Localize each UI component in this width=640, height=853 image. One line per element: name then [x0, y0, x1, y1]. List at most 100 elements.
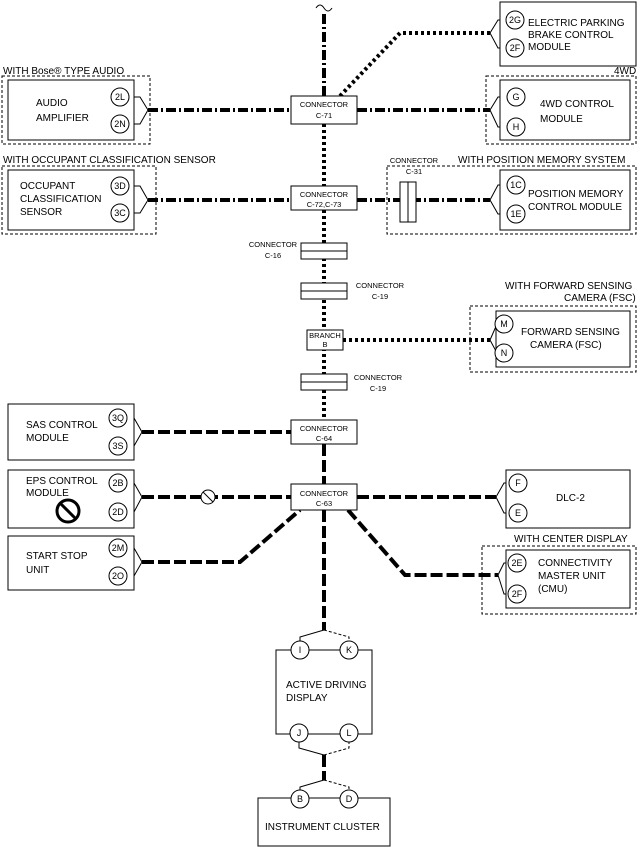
wave-break-icon	[315, 4, 333, 12]
cmu-label-line3: (CMU)	[538, 584, 567, 595]
connector-c64: CONNECTOR C-64	[290, 419, 358, 445]
svg-text:2N: 2N	[114, 119, 126, 129]
epb-pin-2f: 2F	[505, 38, 525, 58]
svg-text:C-16: C-16	[265, 251, 281, 260]
start-stop-label-line2: UNIT	[26, 565, 49, 576]
cluster-label: INSTRUMENT CLUSTER	[265, 822, 380, 833]
svg-text:CONNECTOR: CONNECTOR	[300, 489, 349, 498]
sas-pin-3s: 3S	[108, 436, 128, 456]
dlc-pin-f: F	[508, 473, 528, 493]
fsc-label-line1: FORWARD SENSING	[521, 327, 620, 338]
fsc-pin-n: N	[494, 343, 514, 363]
svg-text:CONNECTOR: CONNECTOR	[390, 156, 439, 165]
cmu-module-box	[505, 549, 631, 609]
svg-text:2B: 2B	[112, 478, 123, 488]
sas-label-line1: SAS CONTROL	[26, 420, 98, 431]
cmu-label-line1: CONNECTIVITY	[538, 558, 613, 569]
epb-wire	[338, 31, 490, 98]
add-label-line1: ACTIVE DRIVING	[286, 680, 367, 691]
eps-pin-2d: 2D	[108, 502, 128, 522]
svg-text:3D: 3D	[114, 181, 126, 191]
add-module-box	[275, 649, 373, 735]
svg-text:C-63: C-63	[316, 499, 332, 508]
no-entry-icon	[55, 498, 81, 524]
cmu-pin-2f: 2F	[507, 584, 527, 604]
epb-label-line2: BRAKE CONTROL	[528, 30, 614, 41]
svg-text:2F: 2F	[510, 43, 521, 53]
svg-text:L: L	[346, 728, 351, 738]
bose-group-box	[1, 75, 151, 145]
occupant-label-line3: SENSOR	[20, 207, 62, 218]
center-display-group-label: WITH CENTER DISPLAY	[514, 534, 628, 545]
eps-label-line1: EPS CONTROL	[26, 476, 98, 487]
audio-pin-2l: 2L	[110, 87, 130, 107]
audio-pin-2n: 2N	[110, 114, 130, 134]
svg-text:B: B	[297, 794, 303, 804]
connector-c71: CONNECTOR C-71	[290, 95, 358, 125]
svg-text:2O: 2O	[112, 571, 124, 581]
pins: 2G 2F 2L 2N G H 3D 3C 1C 1E M N 3Q 3S 2B…	[108, 10, 528, 809]
svg-text:J: J	[297, 728, 302, 738]
sas-label-line2: MODULE	[26, 433, 69, 444]
occupant-label-line2: CLASSIFICATION	[20, 194, 102, 205]
cluster-module-box	[257, 797, 391, 847]
svg-text:2L: 2L	[115, 92, 125, 102]
start-stop-wire	[142, 508, 302, 564]
center-display-group-box	[481, 545, 637, 615]
svg-text:CONNECTOR: CONNECTOR	[356, 281, 405, 290]
svg-text:CONNECTOR: CONNECTOR	[300, 190, 349, 199]
svg-text:I: I	[299, 645, 302, 655]
svg-text:2E: 2E	[511, 558, 522, 568]
svg-text:C-19: C-19	[372, 292, 388, 301]
add-pin-i: I	[290, 640, 310, 660]
svg-text:C-64: C-64	[316, 434, 332, 443]
position-memory-label-line1: POSITION MEMORY	[528, 189, 624, 200]
fourwd-group-box	[485, 75, 637, 145]
add-bottom-fork-solid	[298, 741, 325, 756]
cmu-pin-2e: 2E	[507, 553, 527, 573]
eps-label-line2: MODULE	[26, 488, 69, 499]
dlc-label: DLC-2	[556, 493, 585, 504]
position-memory-group-label: WITH POSITION MEMORY SYSTEM	[458, 155, 625, 166]
epb-module-box	[499, 1, 637, 67]
svg-text:2F: 2F	[512, 589, 523, 599]
cmu-label-line2: MASTER UNIT	[538, 571, 606, 582]
bose-group-label: WITH Bose® TYPE AUDIO	[3, 66, 124, 77]
sas-pin-3q: 3Q	[108, 408, 128, 428]
svg-text:CONNECTOR: CONNECTOR	[300, 424, 349, 433]
cluster-pin-b: B	[290, 789, 310, 809]
connector-c19-upper: CONNECTOR C-19	[300, 281, 405, 301]
svg-text:3S: 3S	[112, 441, 123, 451]
position-memory-pin-1c: 1C	[506, 175, 526, 195]
svg-text:C-72,C-73: C-72,C-73	[307, 200, 342, 209]
connector-c72-c73: CONNECTOR C-72,C-73	[290, 185, 358, 211]
connector-c63: CONNECTOR C-63	[290, 483, 358, 511]
audio-label-line1: AUDIO	[36, 98, 68, 109]
position-memory-label-line2: CONTROL MODULE	[528, 202, 622, 213]
occupant-group-label: WITH OCCUPANT CLASSIFICATION SENSOR	[3, 155, 216, 166]
branch-b: BRANCH B	[306, 329, 344, 351]
occupant-pin-3c: 3C	[110, 203, 130, 223]
eps-wire-no-entry-icon	[200, 489, 216, 505]
add-top-fork-dashed	[323, 629, 350, 642]
wires	[128, 4, 510, 791]
svg-text:F: F	[515, 478, 521, 488]
fsc-label-line2: CAMERA (FSC)	[530, 340, 602, 351]
add-pin-k: K	[339, 640, 359, 660]
connector-c19-lower: CONNECTOR C-19	[300, 373, 403, 393]
cluster-fork-dashed	[323, 779, 350, 791]
fsc-group-label-line2: CAMERA (FSC)	[564, 293, 636, 304]
svg-text:G: G	[512, 92, 519, 102]
svg-text:BRANCH: BRANCH	[309, 331, 341, 340]
svg-text:2G: 2G	[509, 15, 521, 25]
connector-c16: CONNECTOR C-16	[249, 240, 348, 260]
occupant-pin-3d: 3D	[110, 176, 130, 196]
svg-text:1E: 1E	[510, 209, 521, 219]
connector-c31: CONNECTOR C-31	[390, 156, 439, 223]
fourwd-group-label: 4WD	[614, 66, 636, 77]
svg-text:3C: 3C	[114, 208, 126, 218]
eps-pin-2b: 2B	[108, 473, 128, 493]
fourwd-pin-g: G	[506, 87, 526, 107]
svg-text:K: K	[346, 645, 352, 655]
svg-text:C-31: C-31	[406, 167, 422, 176]
